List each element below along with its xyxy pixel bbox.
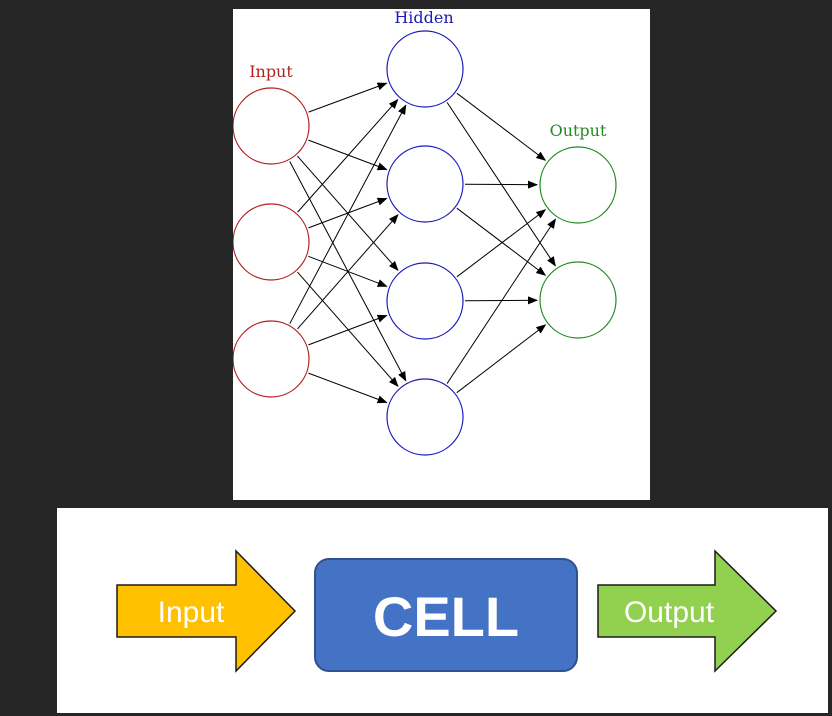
output-node-1 [539,146,617,224]
node-group [233,30,617,456]
edge-input-2-to-hidden-4 [297,271,399,387]
edge-input-1-to-hidden-2 [308,139,388,171]
output-node-2 [539,261,617,339]
hidden-node-2 [386,145,464,223]
input-arrow-shape [116,549,297,673]
cell-box [314,558,578,672]
hidden-node-3 [386,262,464,340]
edge-group [289,82,556,404]
edge-hidden-3-to-output-1 [456,209,547,278]
output-layer-label: Output [550,121,607,140]
edge-input-3-to-hidden-2 [297,214,399,330]
edge-input-3-to-hidden-4 [308,372,388,404]
cell-box-label: CELL [373,585,519,648]
hidden-node-4 [386,378,464,456]
cell-flow-svg: Input CELL Output [116,549,778,673]
edge-input-1-to-hidden-1 [308,82,388,113]
edge-input-2-to-hidden-2 [308,197,388,229]
neural-network-diagram: Input Hidden Output [233,9,650,500]
edge-hidden-4-to-output-2 [456,324,547,394]
hidden-layer-label: Hidden [394,9,453,27]
output-arrow-label: Output [624,596,715,629]
edge-hidden-2-to-output-2 [456,207,547,276]
edge-input-3-to-hidden-1 [289,104,407,324]
hidden-node-1 [386,30,464,108]
input-layer-label: Input [249,62,293,81]
input-node-2 [233,203,310,281]
input-node-3 [233,320,310,398]
edge-input-2-to-hidden-1 [297,98,399,213]
edge-hidden-4-to-output-1 [446,218,556,384]
output-arrow-shape [597,549,778,673]
edge-hidden-1-to-output-1 [456,92,547,161]
input-node-1 [233,87,310,165]
edge-input-3-to-hidden-3 [308,314,388,346]
cell-flow-diagram: Input CELL Output [57,508,828,713]
neural-network-svg: Input Hidden Output [233,9,617,456]
input-arrow-label: Input [158,596,225,629]
